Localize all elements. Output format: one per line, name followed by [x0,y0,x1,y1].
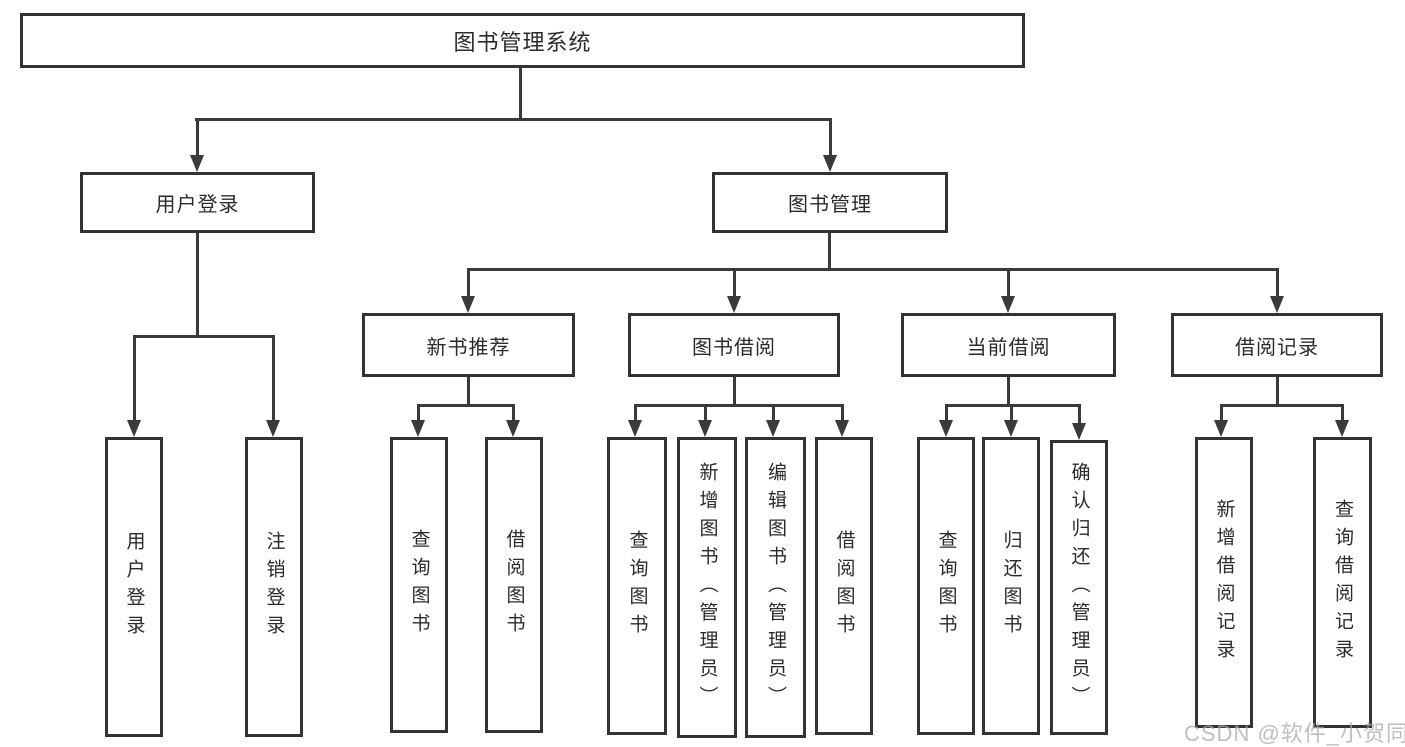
node-current-borrowing: 当前借阅 [901,313,1116,377]
node-edit-book-admin: 编辑图书（管理员） [745,437,806,738]
connector-line [944,404,1081,407]
node-add-borrow-record: 新增借阅记录 [1195,437,1253,728]
connector-arrow-down-icon [698,404,712,437]
connector-arrow-down-icon [766,404,780,437]
node-query-books-current: 查询图书 [917,437,975,735]
node-query-books-recommend: 查询图书 [390,437,448,733]
node-add-book-admin: 新增图书（管理员） [677,437,737,738]
node-root: 图书管理系统 [20,13,1025,68]
connector-arrow-down-icon [823,118,837,172]
connector-line [519,68,522,118]
csdn-watermark: CSDN @软件_小贺同学 [1184,721,1405,746]
connector-line [1007,377,1010,404]
node-book-management-branch: 图书管理 [712,172,948,233]
connector-arrow-down-icon [1004,404,1018,437]
node-query-books-borrowing: 查询图书 [607,437,667,735]
node-confirm-return-admin: 确认归还（管理员） [1050,440,1108,735]
connector-line [633,404,844,407]
node-borrow-books-recommend: 借阅图书 [485,437,543,733]
connector-line [195,233,199,335]
connector-line [1275,377,1279,404]
connector-arrow-down-icon [1072,404,1086,440]
node-new-book-recommend: 新书推荐 [362,313,575,377]
connector-arrow-down-icon [835,404,849,437]
node-user-login-branch: 用户登录 [80,172,315,233]
connector-arrow-down-icon [939,404,953,437]
connector-arrow-down-icon [266,335,280,437]
connector-line [195,118,832,121]
node-logout-leaf: 注销登录 [245,437,303,737]
connector-line [416,404,515,407]
connector-arrow-down-icon [628,404,642,437]
connector-arrow-down-icon [1270,268,1284,313]
connector-arrow-down-icon [127,335,141,437]
node-borrow-books-borrowing: 借阅图书 [815,437,873,735]
node-user-login-leaf: 用户登录 [105,437,163,737]
connector-arrow-down-icon [190,118,204,172]
node-return-book: 归还图书 [982,437,1040,735]
connector-arrow-down-icon [1214,404,1228,437]
node-query-borrow-record: 查询借阅记录 [1313,437,1372,728]
node-book-borrowing: 图书借阅 [628,313,840,377]
connector-arrow-down-icon [506,404,520,437]
connector-line [827,233,831,268]
connector-line [466,268,1279,271]
connector-line [732,377,736,404]
connector-line [132,335,275,338]
connector-arrow-down-icon [411,404,425,437]
connector-line [1219,404,1344,407]
connector-line [467,377,470,404]
node-borrowing-records: 借阅记录 [1171,313,1383,377]
connector-arrow-down-icon [1335,404,1349,437]
connector-arrow-down-icon [727,268,741,313]
connector-arrow-down-icon [1001,268,1015,313]
connector-arrow-down-icon [461,268,475,313]
